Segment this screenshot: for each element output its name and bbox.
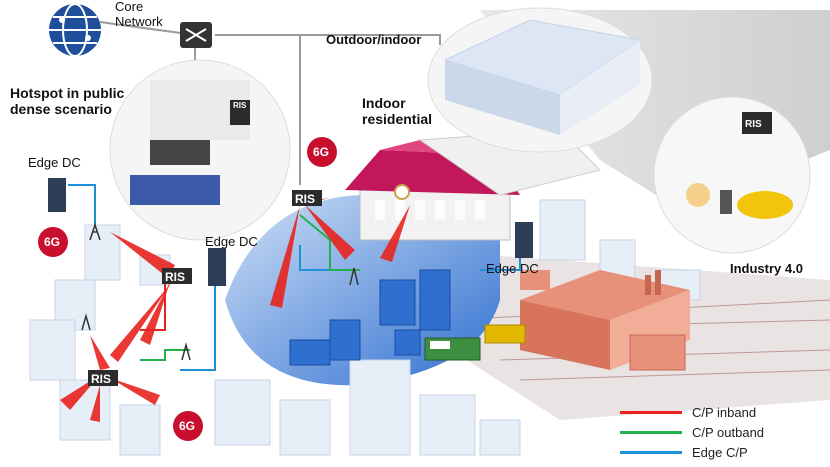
legend-inband-label: C/P inband [692, 404, 757, 420]
sixg-badges [38, 137, 337, 441]
outdoor-indoor-label: Outdoor/indoor [326, 32, 422, 47]
legend-outband-label: C/P outband [692, 424, 765, 440]
sixg-badge-1 [38, 227, 68, 257]
indoor-residential-label: Indoor residential [362, 95, 433, 128]
residential-bubble [427, 7, 653, 153]
globe-icon [49, 3, 101, 57]
sixg-badge-2 [307, 137, 337, 167]
sixg-badge-3 [173, 411, 203, 441]
cable-core-to-switch [99, 21, 196, 36]
legend-edge-line [620, 450, 682, 454]
ris-panels [88, 190, 322, 386]
hotspot-bubble [109, 59, 291, 241]
edge-dc-label-2: Edge DC [205, 234, 258, 249]
sixg-text-2: 6G [313, 145, 329, 159]
industry-bubble [653, 96, 811, 254]
ris-label-4: RIS [233, 101, 247, 110]
edge-dc-label-1: Edge DC [28, 155, 81, 170]
freight-train [424, 324, 526, 361]
industry-label: Industry 4.0 [730, 261, 803, 276]
factory [520, 270, 690, 371]
ris-panel-1 [162, 268, 192, 284]
edge-dc-cabinets [48, 178, 533, 286]
switch-icon [180, 22, 212, 48]
edge-cable-2 [68, 184, 96, 225]
blue-buildings [289, 269, 451, 366]
legend-outband: C/P outband [620, 424, 764, 440]
ris-panel-2 [88, 370, 118, 386]
sixg-text-1: 6G [44, 235, 60, 249]
legend: C/P inband C/P outband Edge C/P [620, 404, 820, 464]
legend-inband: C/P inband [620, 404, 756, 420]
hotspot-label: Hotspot in public dense scenario [10, 85, 125, 118]
antenna-towers [81, 222, 359, 361]
ris-label-3: RIS [295, 192, 315, 206]
outband-link-1 [140, 349, 190, 361]
legend-edge: Edge C/P [620, 444, 748, 460]
outband-link-2 [299, 214, 360, 271]
cable-to-outdoor [230, 34, 441, 45]
sixg-text-3: 6G [179, 419, 195, 433]
legend-edge-label: Edge C/P [692, 444, 748, 460]
ris-panel-3 [292, 190, 322, 206]
ris-label-5: RIS [745, 119, 762, 130]
ris-label-2: RIS [91, 372, 111, 386]
legend-outband-line [620, 430, 682, 434]
edge-cable-3 [180, 285, 216, 371]
core-network-label: Core Network [115, 0, 163, 29]
legend-inband-line [620, 410, 682, 414]
edge-dc-label-3: Edge DC [486, 261, 539, 276]
ris-label-1: RIS [165, 270, 185, 284]
